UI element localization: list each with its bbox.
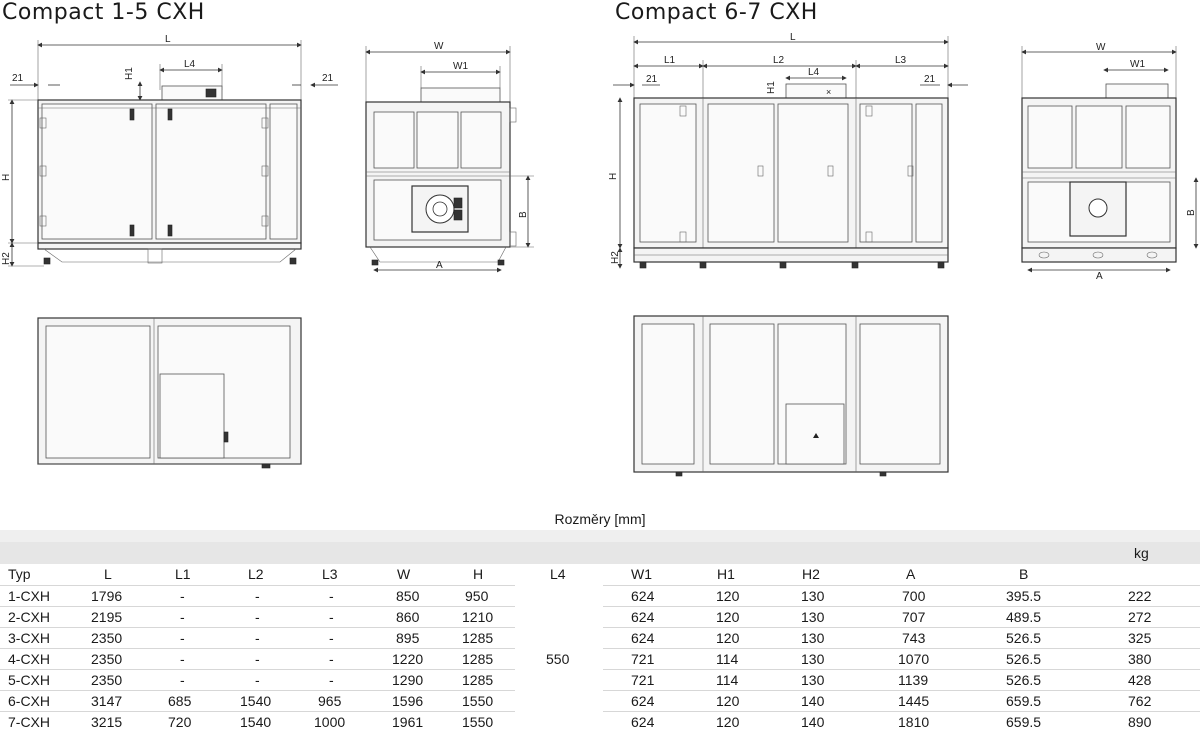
label-L3: L3 bbox=[895, 55, 907, 66]
label-W: W bbox=[434, 41, 444, 52]
label-H1-6-7: H1 bbox=[766, 81, 777, 94]
end-view-6-7: W W1 A B bbox=[1021, 42, 1199, 282]
kg-header-row: kg bbox=[0, 542, 1200, 564]
label-L2: L2 bbox=[773, 55, 785, 66]
header-A: A bbox=[906, 566, 916, 582]
header-B: B bbox=[1019, 566, 1029, 582]
header-H1: H1 bbox=[717, 566, 735, 582]
table-row: 5-CXH 2350 - - - 1290 1285 721 114 130 1… bbox=[0, 670, 1200, 691]
header-H2: H2 bbox=[802, 566, 820, 582]
top-view-6-7 bbox=[633, 315, 949, 477]
table-row: 4-CXH 2350 - - - 1220 1285 550 721 114 1… bbox=[0, 649, 1200, 670]
table-row: 2-CXH 2195 - - - 860 1210 624 120 130 70… bbox=[0, 607, 1200, 628]
table-row: 7-CXH 3215 720 1540 1000 1961 1550 624 1… bbox=[8, 714, 1152, 730]
end-view-1-5: W W1 A B bbox=[365, 41, 534, 273]
label-H: H bbox=[1, 174, 12, 181]
header-L1: L1 bbox=[175, 566, 191, 582]
label-A: A bbox=[436, 260, 443, 271]
label-A-6-7: A bbox=[1096, 271, 1103, 282]
label-21-right: 21 bbox=[322, 73, 334, 84]
title-compact-1-5: Compact 1-5 CXH bbox=[2, 0, 205, 25]
header-L4: L4 bbox=[550, 566, 566, 582]
table-row: 1-CXH 1796 - - - 850 950 624 120 130 700… bbox=[0, 586, 1200, 607]
side-view-1-5: L 21 21 L4 H1 bbox=[1, 34, 338, 267]
kg-label: kg bbox=[1134, 545, 1149, 561]
label-21-6-7-right: 21 bbox=[924, 74, 936, 85]
label-L-6-7: L bbox=[790, 32, 796, 43]
l4-value: 550 bbox=[546, 651, 570, 667]
label-H2: H2 bbox=[1, 252, 12, 265]
header-typ: Typ bbox=[8, 566, 31, 582]
label-W1: W1 bbox=[453, 61, 468, 72]
header-W1: W1 bbox=[631, 566, 652, 582]
label-H2-6-7: H2 bbox=[610, 251, 621, 264]
label-W1-6-7: W1 bbox=[1130, 59, 1145, 70]
table-header-row: Typ L L1 L2 L3 W H L4 W1 H1 H2 A B bbox=[0, 564, 1200, 586]
label-L1: L1 bbox=[664, 55, 676, 66]
label-L4-6-7: L4 bbox=[808, 67, 820, 78]
label-21-6-7-left: 21 bbox=[646, 74, 658, 85]
label-21-left: 21 bbox=[12, 73, 24, 84]
table-row: 3-CXH 2350 - - - 895 1285 624 120 130 74… bbox=[0, 628, 1200, 649]
header-H: H bbox=[473, 566, 484, 582]
header-L: L bbox=[104, 566, 112, 582]
technical-drawings: L 21 21 L4 H1 bbox=[1, 32, 1199, 477]
side-view-6-7: L L1 L2 L3 21 21 L4 H1 × bbox=[608, 32, 968, 269]
label-B: B bbox=[518, 211, 529, 218]
label-L4: L4 bbox=[184, 59, 196, 70]
svg-text:×: × bbox=[826, 87, 831, 97]
header-L3: L3 bbox=[322, 566, 338, 582]
label-L: L bbox=[165, 34, 171, 45]
table-row: 6-CXH 3147 685 1540 965 1596 1550 624 12… bbox=[0, 691, 1200, 712]
title-compact-6-7: Compact 6-7 CXH bbox=[615, 0, 818, 25]
header-L2: L2 bbox=[248, 566, 264, 582]
dimensions-table: Rozměry [mm] kg Typ L L1 L2 L3 W H L4 W1… bbox=[0, 508, 1200, 733]
label-H-6-7: H bbox=[608, 173, 619, 180]
label-H1: H1 bbox=[124, 67, 135, 80]
header-W: W bbox=[397, 566, 411, 582]
units-label: Rozměry [mm] bbox=[0, 508, 1200, 530]
label-W-6-7: W bbox=[1096, 42, 1106, 53]
label-B-6-7: B bbox=[1186, 209, 1197, 216]
top-view-1-5 bbox=[37, 317, 302, 469]
